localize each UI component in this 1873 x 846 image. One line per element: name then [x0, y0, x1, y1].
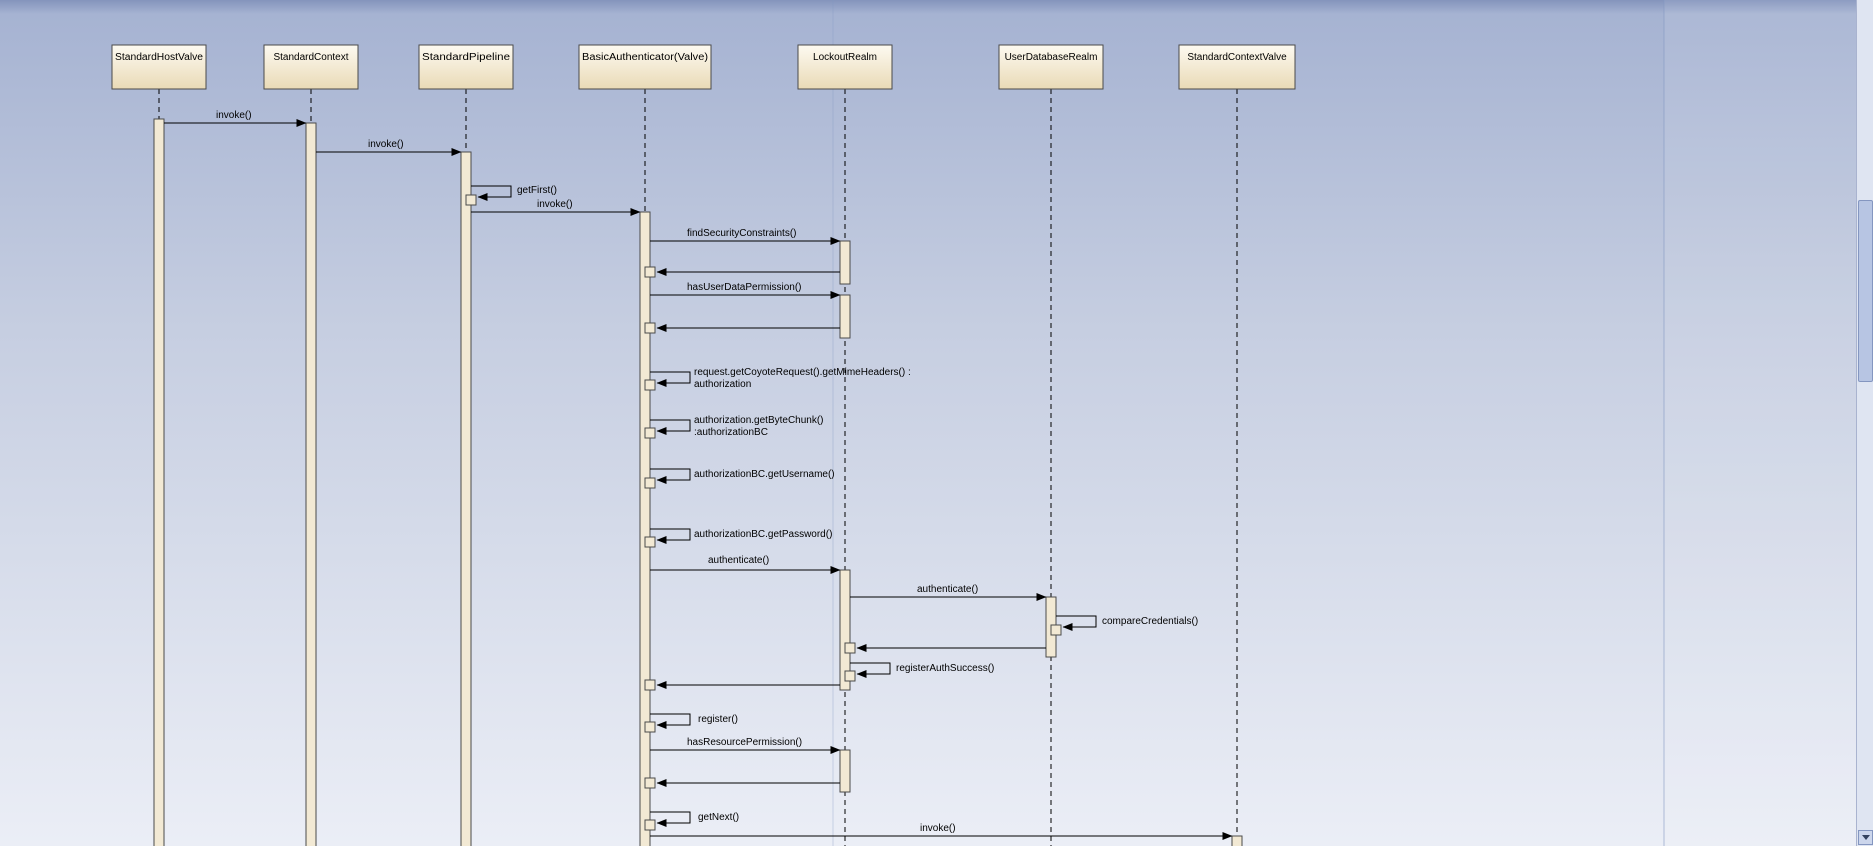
- lifeline-head[interactable]: [263, 44, 359, 90]
- message-label[interactable]: authorizationBC.getPassword(): [694, 529, 832, 540]
- scrollbar-thumb[interactable]: [1858, 200, 1873, 382]
- message-self-line[interactable]: [650, 713, 691, 729]
- message-self-line[interactable]: [650, 528, 691, 544]
- activation-bar[interactable]: [839, 749, 851, 793]
- lifeline-head[interactable]: [418, 44, 514, 90]
- lifeline-head[interactable]: [998, 44, 1104, 90]
- execution-marker[interactable]: [644, 322, 656, 334]
- message-label[interactable]: invoke(): [368, 139, 404, 150]
- message-label[interactable]: getFirst(): [517, 185, 557, 196]
- message-label[interactable]: findSecurityConstraints(): [687, 228, 796, 239]
- lifeline-head[interactable]: [111, 44, 207, 90]
- message-label[interactable]: authorization.getByteChunk(): [694, 415, 824, 426]
- message-label[interactable]: hasUserDataPermission(): [687, 282, 801, 293]
- message-label[interactable]: registerAuthSuccess(): [896, 663, 994, 674]
- message-self-line[interactable]: [471, 185, 512, 201]
- message-label[interactable]: invoke(): [920, 823, 956, 834]
- execution-marker[interactable]: [644, 819, 656, 831]
- message-label[interactable]: invoke(): [537, 199, 573, 210]
- message-label[interactable]: getNext(): [698, 812, 739, 823]
- off-page-area: [1664, 0, 1873, 846]
- activation-bar[interactable]: [305, 122, 317, 846]
- activation-bar[interactable]: [460, 151, 472, 846]
- message-label[interactable]: compareCredentials(): [1102, 616, 1198, 627]
- lifeline-head[interactable]: [1178, 44, 1296, 90]
- lifeline-head[interactable]: [578, 44, 712, 90]
- message-label[interactable]: :authorizationBC: [694, 427, 768, 438]
- message-self-line[interactable]: [1056, 615, 1097, 631]
- execution-marker[interactable]: [644, 679, 656, 691]
- lifeline-name: LockoutRealm: [813, 52, 877, 63]
- arrow-down-icon: [1861, 835, 1870, 840]
- lifeline-name: StandardContext: [273, 52, 348, 63]
- message-self-line[interactable]: [650, 811, 691, 827]
- message-self-line[interactable]: [650, 468, 691, 484]
- message-self-line[interactable]: [650, 419, 691, 435]
- lifeline-head[interactable]: [797, 44, 893, 90]
- activation-bar[interactable]: [839, 569, 851, 691]
- execution-marker[interactable]: [644, 477, 656, 489]
- scroll-down-button[interactable]: [1858, 830, 1873, 845]
- vertical-scrollbar[interactable]: [1856, 0, 1873, 846]
- activation-bar[interactable]: [639, 211, 651, 846]
- activation-bar[interactable]: [1231, 835, 1243, 846]
- execution-marker[interactable]: [644, 721, 656, 733]
- activation-bar[interactable]: [839, 240, 851, 285]
- message-label[interactable]: authorizationBC.getUsername(): [694, 469, 835, 480]
- message-label[interactable]: register(): [698, 714, 738, 725]
- message-self-line[interactable]: [650, 371, 691, 387]
- execution-marker[interactable]: [844, 642, 856, 654]
- execution-marker[interactable]: [1050, 624, 1062, 636]
- lifeline-name: StandardPipeline: [422, 52, 511, 63]
- execution-marker[interactable]: [644, 536, 656, 548]
- execution-marker[interactable]: [644, 777, 656, 789]
- activation-bar[interactable]: [839, 294, 851, 339]
- message-label[interactable]: invoke(): [216, 110, 252, 121]
- message-label[interactable]: authenticate(): [917, 584, 978, 595]
- message-label[interactable]: request.getCoyoteRequest().getMimeHeader…: [694, 367, 911, 378]
- execution-marker[interactable]: [465, 194, 477, 206]
- lifeline-name: BasicAuthenticator(Valve): [582, 52, 708, 63]
- lifeline-name: StandardContextValve: [1187, 52, 1287, 63]
- message-label[interactable]: hasResourcePermission(): [687, 737, 802, 748]
- execution-marker[interactable]: [644, 427, 656, 439]
- activation-bar[interactable]: [153, 118, 165, 846]
- message-label[interactable]: authenticate(): [708, 555, 769, 566]
- message-label[interactable]: authorization: [694, 379, 751, 390]
- execution-marker[interactable]: [644, 379, 656, 391]
- execution-marker[interactable]: [844, 670, 856, 682]
- lifeline-name: StandardHostValve: [115, 52, 203, 63]
- message-self-line[interactable]: [850, 662, 891, 678]
- execution-marker[interactable]: [644, 266, 656, 278]
- lifeline-name: UserDatabaseRealm: [1005, 52, 1098, 63]
